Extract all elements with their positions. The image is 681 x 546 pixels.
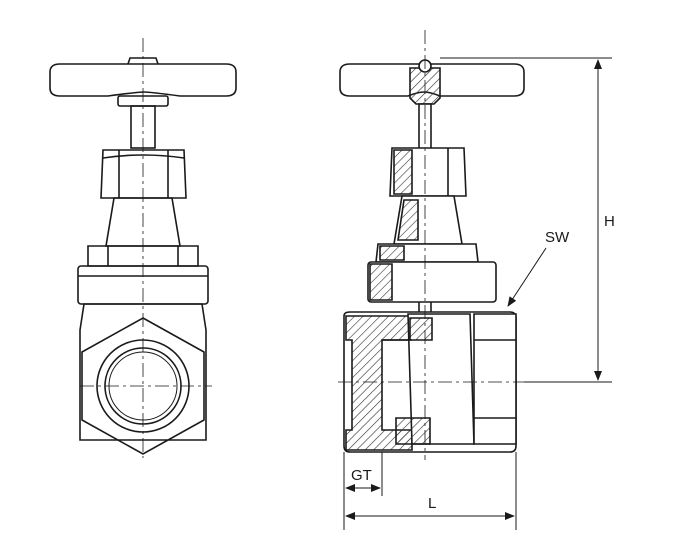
front-packing-nut <box>100 149 187 199</box>
section-right-hex <box>473 313 517 445</box>
sw-leader <box>507 247 547 307</box>
section-flange <box>367 261 497 303</box>
gt-label: GT <box>351 467 372 484</box>
l-label: L <box>428 495 436 512</box>
section-view <box>339 59 525 453</box>
section-centerlines <box>338 30 524 460</box>
dimension-lines <box>343 57 612 530</box>
front-hex-end <box>81 317 205 455</box>
front-centerlines <box>80 38 212 458</box>
front-handwheel <box>49 63 237 97</box>
h-label: H <box>604 213 615 230</box>
section-handwheel <box>339 63 525 97</box>
sw-label: SW <box>545 229 570 246</box>
front-body <box>79 303 207 441</box>
